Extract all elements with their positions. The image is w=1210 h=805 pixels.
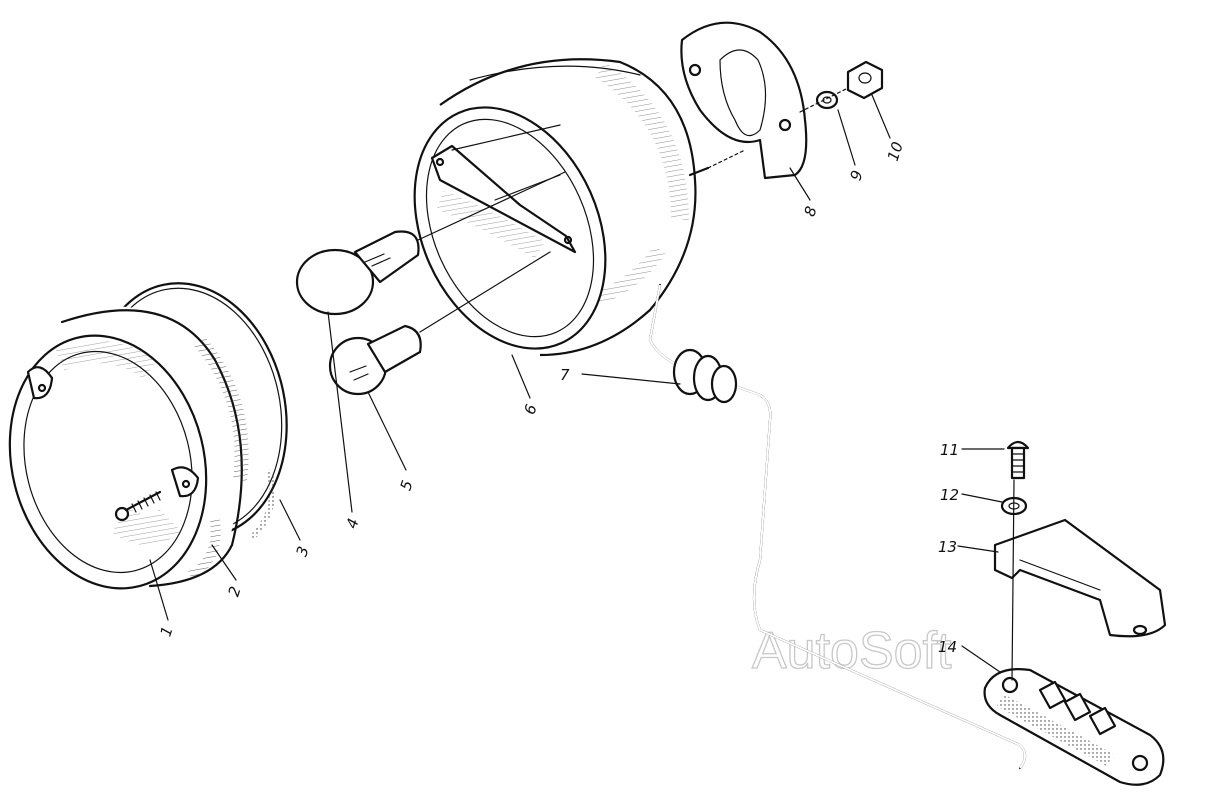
callout-11: 11 — [940, 441, 959, 459]
bulb-large — [295, 171, 566, 316]
callouts: 1 2 3 4 5 6 7 8 9 10 11 12 13 14 — [157, 140, 960, 656]
callout-5: 5 — [397, 478, 417, 493]
callout-13: 13 — [938, 538, 957, 556]
screw-11 — [1006, 440, 1030, 480]
cable — [648, 283, 1027, 770]
callout-1: 1 — [157, 624, 177, 639]
lens — [8, 334, 208, 590]
callout-2: 2 — [225, 584, 245, 599]
lamp-housing — [413, 58, 746, 357]
callout-6: 6 — [521, 402, 541, 417]
callout-10: 10 — [884, 140, 907, 164]
callout-7: 7 — [560, 366, 570, 384]
bracket-13 — [993, 518, 1167, 638]
nut-10 — [799, 60, 884, 113]
callout-9: 9 — [847, 168, 867, 183]
callout-12: 12 — [940, 486, 959, 504]
callout-14: 14 — [938, 638, 957, 656]
callout-3: 3 — [293, 544, 313, 559]
callout-4: 4 — [343, 516, 363, 531]
screw-1 — [114, 490, 162, 522]
terminal-block — [983, 479, 1165, 786]
mounting-plate — [680, 21, 808, 180]
leader-lines — [149, 94, 1005, 673]
bulb-small — [328, 251, 551, 396]
callout-8: 8 — [801, 204, 821, 219]
